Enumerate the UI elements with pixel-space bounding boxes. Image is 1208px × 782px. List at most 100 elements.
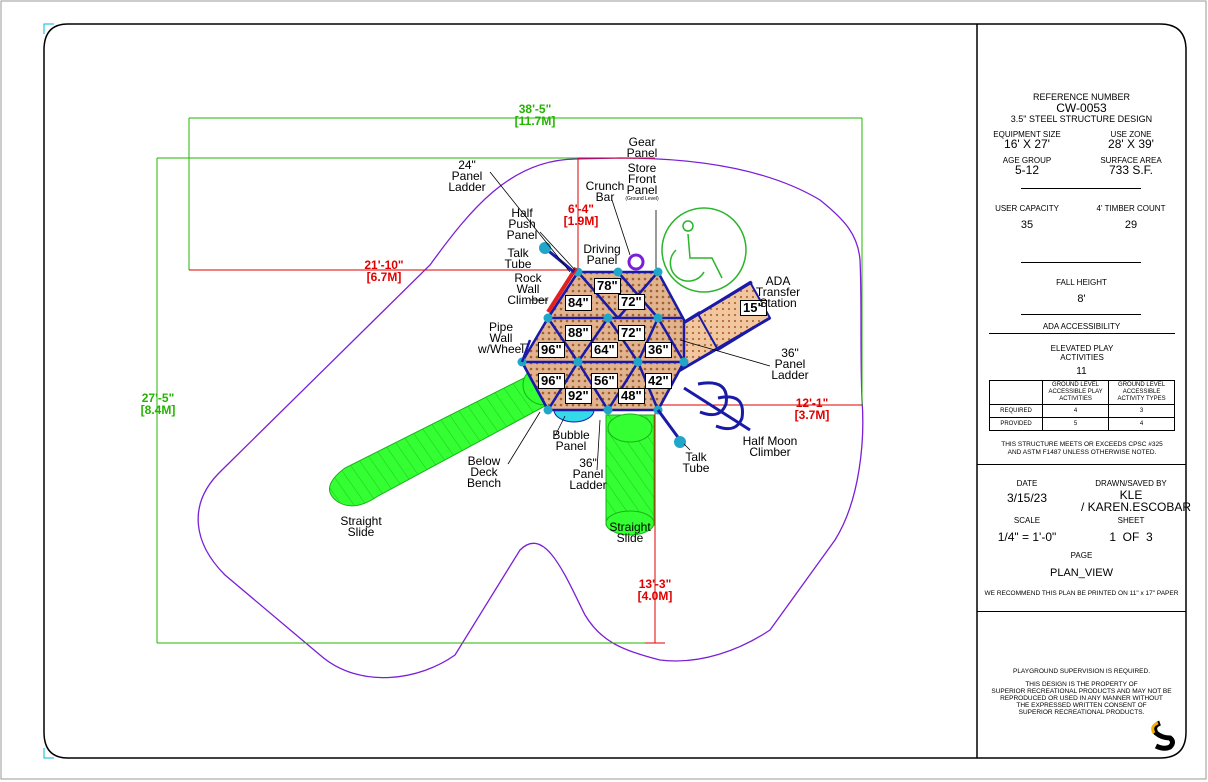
dim-d4-ft: 13'-3"	[638, 577, 672, 591]
dim-12-1: 12'-1" [3.7M]	[782, 397, 842, 421]
callout-line: Front	[627, 172, 656, 186]
dim-d1-ft: 21'-10"	[364, 258, 404, 272]
property-line: THIS DESIGN IS THE PROPERTY OF	[1025, 681, 1138, 688]
callout-line: Panel	[506, 228, 538, 242]
overall-depth-ft: 27'-5"	[141, 391, 175, 405]
callout-line: Panel	[774, 357, 806, 371]
callout-straight-slide-left: Straight Slide	[336, 515, 386, 538]
rule	[1021, 188, 1141, 189]
callout-line: 24"	[458, 158, 476, 172]
callout-line: Half	[511, 206, 533, 220]
ada-wheelchair-icon	[661, 207, 747, 293]
timber-count-label: 4' TIMBER COUNT	[1096, 204, 1166, 213]
callout-line: w/Wheel	[477, 342, 524, 356]
callout-line: Pipe	[488, 320, 514, 334]
equipment-size: 16' X 27'	[1004, 137, 1050, 151]
callout-line: Ladder	[771, 368, 809, 382]
deck-height: 72"	[618, 325, 645, 341]
callout-line: Tube	[682, 461, 710, 475]
callout-line: Panel	[626, 183, 658, 197]
accessibility-table: GROUND LEVEL ACCESSIBLE PLAY ACTIVITIES …	[989, 380, 1175, 431]
user-capacity-label: USER CAPACITY	[995, 204, 1059, 213]
table-row: PROVIDED 5 4	[989, 417, 1175, 431]
dim-d1-m: [6.7M]	[366, 270, 402, 284]
callout-crunch-bar: Crunch Bar	[580, 180, 630, 203]
property-line: SUPERIOR RECREATIONAL PRODUCTS AND MAY N…	[991, 688, 1172, 695]
use-zone-label: USE ZONE	[1110, 130, 1152, 139]
dim-d3-m: [3.7M]	[794, 408, 830, 422]
callout-ground-level: (Ground Level)	[625, 196, 659, 202]
property-line: THE EXPRESSED WRITTEN CONSENT OF	[1016, 702, 1147, 709]
callout-line: Gear	[628, 135, 656, 149]
overall-width-m: [11.7M]	[514, 114, 556, 128]
company-logo-icon	[1151, 720, 1175, 751]
callout-line: Driving	[583, 242, 621, 256]
callout-line: Station	[759, 296, 797, 310]
deck-height: 15"	[740, 300, 767, 316]
dim-21-10: 21'-10" [6.7M]	[352, 259, 416, 283]
table-cell: 5	[1041, 417, 1110, 431]
deck-height: 96"	[538, 342, 565, 358]
fall-height-label: FALL HEIGHT	[1056, 278, 1107, 287]
drawn-by: KLE	[1119, 488, 1143, 502]
print-note: WE RECOMMEND THIS PLAN BE PRINTED ON 11"…	[984, 590, 1179, 597]
callout-line: 36"	[781, 346, 799, 360]
callout-gear-panel: Gear Panel	[620, 135, 664, 160]
callout-straight-slide-bottom: Straight Slide	[602, 521, 658, 544]
sheet: 1 OF 3	[1109, 530, 1153, 544]
property-line: SUPERIOR RECREATIONAL PRODUCTS.	[1018, 709, 1145, 716]
overall-width-ft: 38'-5"	[518, 102, 552, 116]
deck-height: 84"	[565, 295, 592, 311]
surface-area: 733 S.F.	[1108, 163, 1154, 177]
dim-d2-m: [1.9M]	[563, 214, 599, 228]
scale: 1/4" = 1'-0"	[997, 530, 1057, 544]
dim-d4-m: [4.0M]	[637, 589, 673, 603]
date: 3/15/23	[1006, 491, 1048, 505]
talk-tube-top	[539, 242, 575, 274]
callout-line: Panel	[626, 146, 658, 160]
fall-height: 8'	[1077, 293, 1086, 305]
table-cell: PROVIDED	[989, 417, 1043, 431]
property-line: REPRODUCED OR USED IN ANY MANNER WITHOUT	[1000, 695, 1163, 702]
dimension-lines-red	[189, 157, 862, 644]
crunch-bar	[627, 253, 645, 271]
left-straight-slide	[329, 364, 568, 507]
supervision-note: PLAYGROUND SUPERVISION IS REQUIRED.	[1012, 668, 1150, 675]
deck-height: 72"	[618, 294, 645, 310]
table-cell: 3	[1108, 404, 1175, 418]
rule	[977, 464, 1186, 465]
table-header-cell: GROUND LEVEL ACCESSIBLE ACTIVITY TYPES	[1108, 380, 1175, 405]
callout-line: Half Moon	[742, 434, 798, 448]
callout-line: Bubble	[552, 428, 590, 442]
callout-line: Talk	[685, 450, 707, 464]
callout-ada-transfer: ADA Transfer Station	[752, 274, 804, 310]
callout-line: ADA	[765, 274, 791, 288]
pipe-wall	[520, 310, 701, 363]
page-label: PAGE	[1070, 551, 1093, 560]
callout-line: Transfer	[755, 285, 801, 299]
reference-number: CW-0053	[1056, 101, 1107, 115]
overall-depth-dim: 27'-5" [8.4M]	[130, 392, 186, 416]
callout-bubble-panel: Bubble Panel	[548, 428, 594, 452]
callout-line: Climber	[749, 445, 791, 459]
surface-area-label: SURFACE AREA	[1100, 156, 1162, 165]
deck-height: 96"	[538, 373, 565, 389]
rule	[1021, 262, 1141, 263]
callout-line: Bench	[466, 476, 502, 490]
dim-d2-ft: 6'-4"	[568, 202, 594, 216]
page-name: PLAN_VIEW	[1050, 567, 1113, 579]
callout-36-panel-ladder-bottom: 36" Panel Ladder	[564, 457, 612, 492]
age-group: 5-12	[1014, 163, 1040, 177]
callout-line: Climber	[507, 293, 549, 307]
rock-wall-climber	[546, 266, 578, 314]
timber-count: 29	[1124, 219, 1138, 231]
deck-height: 56"	[591, 373, 618, 389]
callout-line: Ladder	[448, 180, 486, 194]
callout-line: Deck	[470, 465, 498, 479]
age-group-label: AGE GROUP	[1002, 156, 1052, 165]
callout-line: Ladder	[569, 478, 607, 492]
callout-line: Talk	[507, 246, 529, 260]
callout-line: Panel	[451, 169, 483, 183]
sheet-label: SHEET	[1117, 516, 1145, 525]
